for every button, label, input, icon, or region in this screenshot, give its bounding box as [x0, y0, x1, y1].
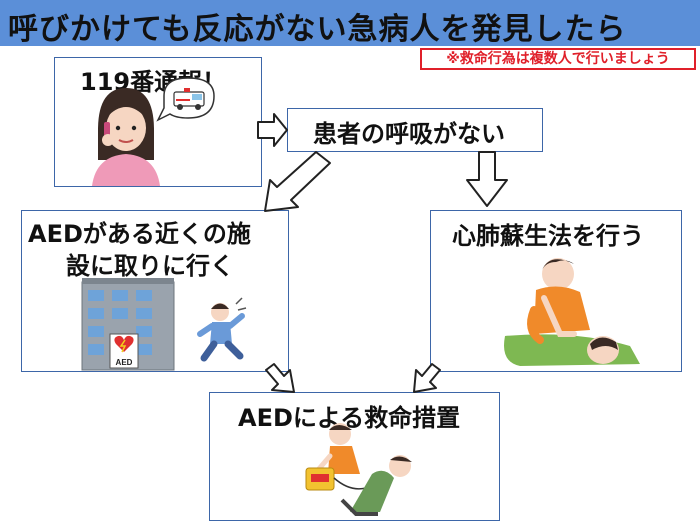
running-man-illustration [197, 297, 247, 362]
building-illustration [81, 278, 175, 371]
heart-icon [114, 335, 134, 352]
step-aed-fetch-label-2: 設に取りに行く [66, 252, 234, 280]
step-cpr-label: 心肺蘇生法を行う [452, 222, 644, 250]
step-no-breath-label: 患者の呼吸がない [313, 120, 505, 148]
arrow-down-left-icon [413, 363, 441, 393]
arrow-right-icon [257, 113, 288, 147]
step-no-breath-box [287, 108, 543, 152]
arrow-down-left-icon [264, 151, 331, 212]
arrow-down-icon [466, 151, 508, 207]
aed-use-illustration [305, 423, 412, 516]
caution-note: ※救命行為は複数人で行いましょう [420, 48, 696, 70]
arrow-down-right-icon [265, 363, 295, 393]
woman-calling-illustration [92, 77, 215, 186]
step-call-box [54, 57, 262, 187]
step-aed-fetch-label-1: AEDがある近くの施 [28, 220, 251, 248]
aed-sign-text: AED [116, 358, 133, 367]
title-bar [0, 0, 700, 46]
step-aed-use-label: AEDによる救命措置 [238, 404, 461, 432]
cpr-illustration [504, 258, 640, 366]
page-title: 呼びかけても反応がない急病人を発見したら [8, 12, 627, 47]
